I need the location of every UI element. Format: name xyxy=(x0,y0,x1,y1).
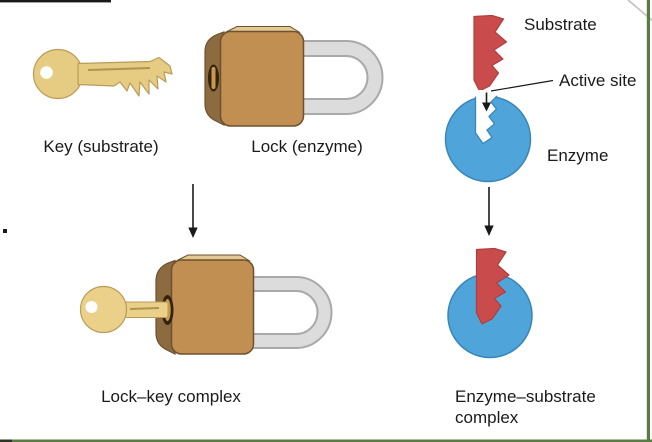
substrate-shape xyxy=(473,14,508,92)
active-site-pointer xyxy=(482,79,554,112)
substrate-label: Substrate xyxy=(524,15,597,34)
lock-front-face xyxy=(219,30,305,127)
active-site-notch-edge xyxy=(474,95,498,145)
enzyme-substrate-complex-label: Enzyme–substrate complex xyxy=(455,387,596,428)
key-hole xyxy=(40,66,53,79)
key-head xyxy=(79,285,128,334)
top-left-border-line xyxy=(0,0,111,3)
key-groove xyxy=(87,67,151,71)
enzyme-substrate-complex-label-line1: Enzyme–substrate xyxy=(455,387,596,406)
keyhole-slit xyxy=(211,67,216,89)
stray-bullet-mark xyxy=(3,229,7,233)
active-site-leader-line xyxy=(490,79,554,92)
active-site-label: Active site xyxy=(559,71,637,90)
key-icon xyxy=(32,48,173,100)
enzyme-substrate-complex-label-line2: complex xyxy=(455,407,519,427)
key-hole xyxy=(85,301,98,313)
down-arrow-right xyxy=(484,187,494,236)
bottom-left-corner-mark xyxy=(0,439,12,442)
arrowhead xyxy=(484,225,494,236)
active-site-arrowhead xyxy=(482,102,491,112)
shackle-inner xyxy=(246,278,331,347)
key-blade xyxy=(77,56,173,97)
lock-label: Lock (enzyme) xyxy=(251,137,363,156)
substrate-icon xyxy=(473,14,508,92)
enzyme-label: Enzyme xyxy=(547,146,609,165)
down-arrow-left xyxy=(188,184,198,238)
key-label: Key (substrate) xyxy=(43,137,159,156)
key-groove xyxy=(129,307,160,310)
lock-key-complex-label: Lock–key complex xyxy=(101,387,241,406)
padlock-icon xyxy=(204,26,384,127)
bound-substrate-shape xyxy=(475,247,510,325)
lock-key-complex-icon xyxy=(79,254,333,355)
right-border-line xyxy=(646,0,650,442)
arrowhead xyxy=(188,227,198,238)
shackle-inner xyxy=(297,42,382,113)
lock-front-face xyxy=(170,259,255,355)
inserted-key-shaft xyxy=(120,301,169,318)
enzyme-substrate-complex-icon xyxy=(447,247,533,359)
bottom-border-line xyxy=(0,439,652,442)
enzyme-icon xyxy=(444,90,532,183)
